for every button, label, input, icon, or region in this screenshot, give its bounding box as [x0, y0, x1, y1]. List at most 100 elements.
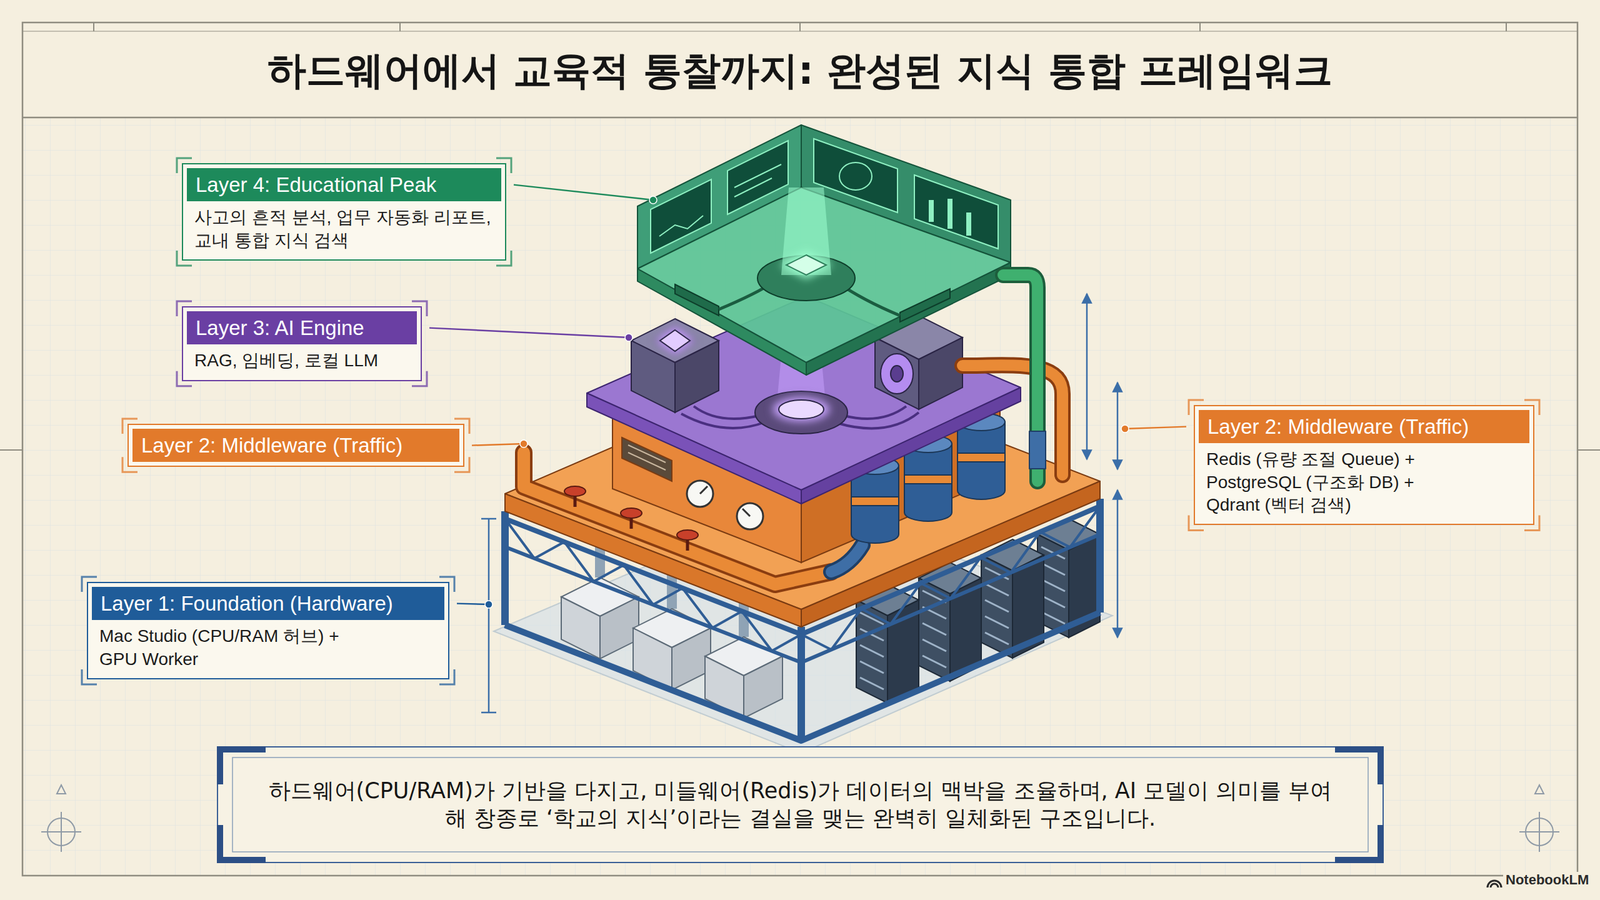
- dimension-line: [1116, 382, 1119, 470]
- knowledge-hub: [786, 255, 827, 275]
- page-frame: [1577, 449, 1600, 451]
- page-frame: [93, 22, 95, 32]
- monitor-screen: [947, 198, 953, 229]
- storage-tank: [904, 475, 952, 484]
- pressure-gauge: [686, 480, 714, 507]
- pressure-gauge: [700, 486, 708, 494]
- callout-box: Layer 2: Middleware (Traffic)Redis (유량 조…: [1193, 405, 1535, 525]
- pressure-gauge: [742, 508, 750, 517]
- callout-box: Layer 1: Foundation (Hardware)Mac Studio…: [86, 581, 450, 680]
- ai-core-disc: [755, 391, 848, 434]
- crosshair-symbol: [56, 785, 66, 794]
- compute-module: [890, 365, 904, 382]
- valve: [564, 486, 699, 551]
- monitor-screen: [839, 162, 872, 190]
- gpu-server-rack: [918, 578, 950, 682]
- cable: [693, 406, 760, 419]
- steel-frame: [797, 626, 805, 741]
- educational-platform: [637, 187, 1011, 375]
- ai-core-disc: [755, 391, 848, 434]
- page-frame: [0, 449, 23, 451]
- monitor-screen: [734, 164, 782, 188]
- diagram-title: 하드웨어에서 교육적 통찰까지: 완성된 지식 통합 프레임워크: [22, 48, 1578, 93]
- crosshair-symbol: [60, 811, 62, 852]
- page-frame: [1199, 22, 1201, 32]
- caption-holder: 하드웨어(CPU/RAM)가 기반을 다지고, 미들웨어(Redis)가 데이터…: [232, 757, 1369, 852]
- watermark-icon: [1487, 880, 1502, 888]
- gpu-server-rack: [860, 612, 884, 690]
- layer-description: RAG, 임베딩, 로컬 LLM: [186, 344, 417, 376]
- monitor-screen: [928, 200, 934, 222]
- layer-description: 사고의 흔적 분석, 업무 자동화 리포트, 교내 통합 지식 검색: [186, 201, 500, 256]
- callout-box: Layer 4: Educational Peak사고의 흔적 분석, 업무 자…: [181, 163, 507, 261]
- compute-module: [660, 330, 690, 352]
- valve: [564, 486, 586, 497]
- machinery-block: [628, 445, 666, 463]
- pipe-line: [1003, 275, 1046, 482]
- leader-line: [429, 328, 629, 338]
- compute-module: [675, 340, 719, 413]
- mac-studio: [743, 656, 783, 719]
- console-desk: [675, 284, 719, 316]
- valve: [620, 508, 642, 519]
- compute-module: [918, 337, 963, 410]
- valve: [676, 530, 699, 540]
- dimension-line: [1086, 293, 1089, 460]
- watermark-icon: [1487, 880, 1502, 888]
- monitor-screen: [659, 215, 704, 237]
- steel-frame: [1096, 498, 1104, 613]
- page-frame: [1505, 22, 1507, 32]
- ai-core-disc: [772, 396, 830, 422]
- leader-line: [429, 185, 1187, 609]
- knowledge-hub: [780, 251, 833, 279]
- pipe-line: [831, 545, 863, 572]
- educational-platform: [637, 187, 1011, 363]
- crosshair-symbol: [1538, 811, 1540, 852]
- leader-dot: [649, 196, 657, 204]
- caption-frame: [220, 825, 266, 860]
- ai-core-disc: [778, 400, 824, 419]
- page-frame: [0, 22, 1600, 876]
- crosshair-symbol: [1535, 785, 1544, 794]
- caption-frame: [220, 749, 266, 785]
- caption-frame: [217, 746, 1384, 863]
- leader-line: [456, 603, 489, 605]
- watermark-icon: [1490, 883, 1499, 888]
- compute-module: [880, 353, 914, 394]
- dimension-line: [1116, 490, 1119, 638]
- pipe-line: [962, 365, 1063, 475]
- dimension-line: [481, 293, 1118, 713]
- caption-frame: [1335, 825, 1381, 860]
- middleware-platform: [505, 365, 1100, 627]
- monitor-screen: [966, 212, 972, 236]
- layer-heading: Layer 1: Foundation (Hardware): [91, 586, 445, 620]
- pressure-gauge: [736, 503, 764, 530]
- caption-frame: [217, 746, 1384, 863]
- cable: [843, 406, 907, 419]
- layer-description: Redis (유량 조절 Queue) + PostgreSQL (구조화 DB…: [1198, 443, 1474, 520]
- cable: [681, 413, 766, 429]
- storage-tank: [957, 421, 1005, 500]
- page-frame: [399, 22, 401, 32]
- storage-tank: [957, 453, 1005, 462]
- steel-frame: [501, 511, 509, 625]
- leader-dot: [485, 600, 493, 609]
- leader-line: [471, 443, 524, 446]
- cable: [837, 412, 919, 429]
- callout-box: Layer 2: Middleware (Traffic): [127, 423, 465, 467]
- leader-line: [513, 185, 654, 200]
- console-desk: [900, 288, 950, 322]
- pipe-line: [1029, 431, 1046, 469]
- dimension-line: [481, 518, 497, 520]
- storage-tank: [851, 496, 899, 506]
- pipe-line: [962, 365, 1063, 475]
- machinery-block: [628, 452, 666, 470]
- caption-frame: [1335, 749, 1381, 785]
- leader-dot: [520, 440, 528, 448]
- monitor-screen: [734, 178, 772, 197]
- leader-line: [1125, 426, 1187, 429]
- storage-tank: [904, 443, 952, 522]
